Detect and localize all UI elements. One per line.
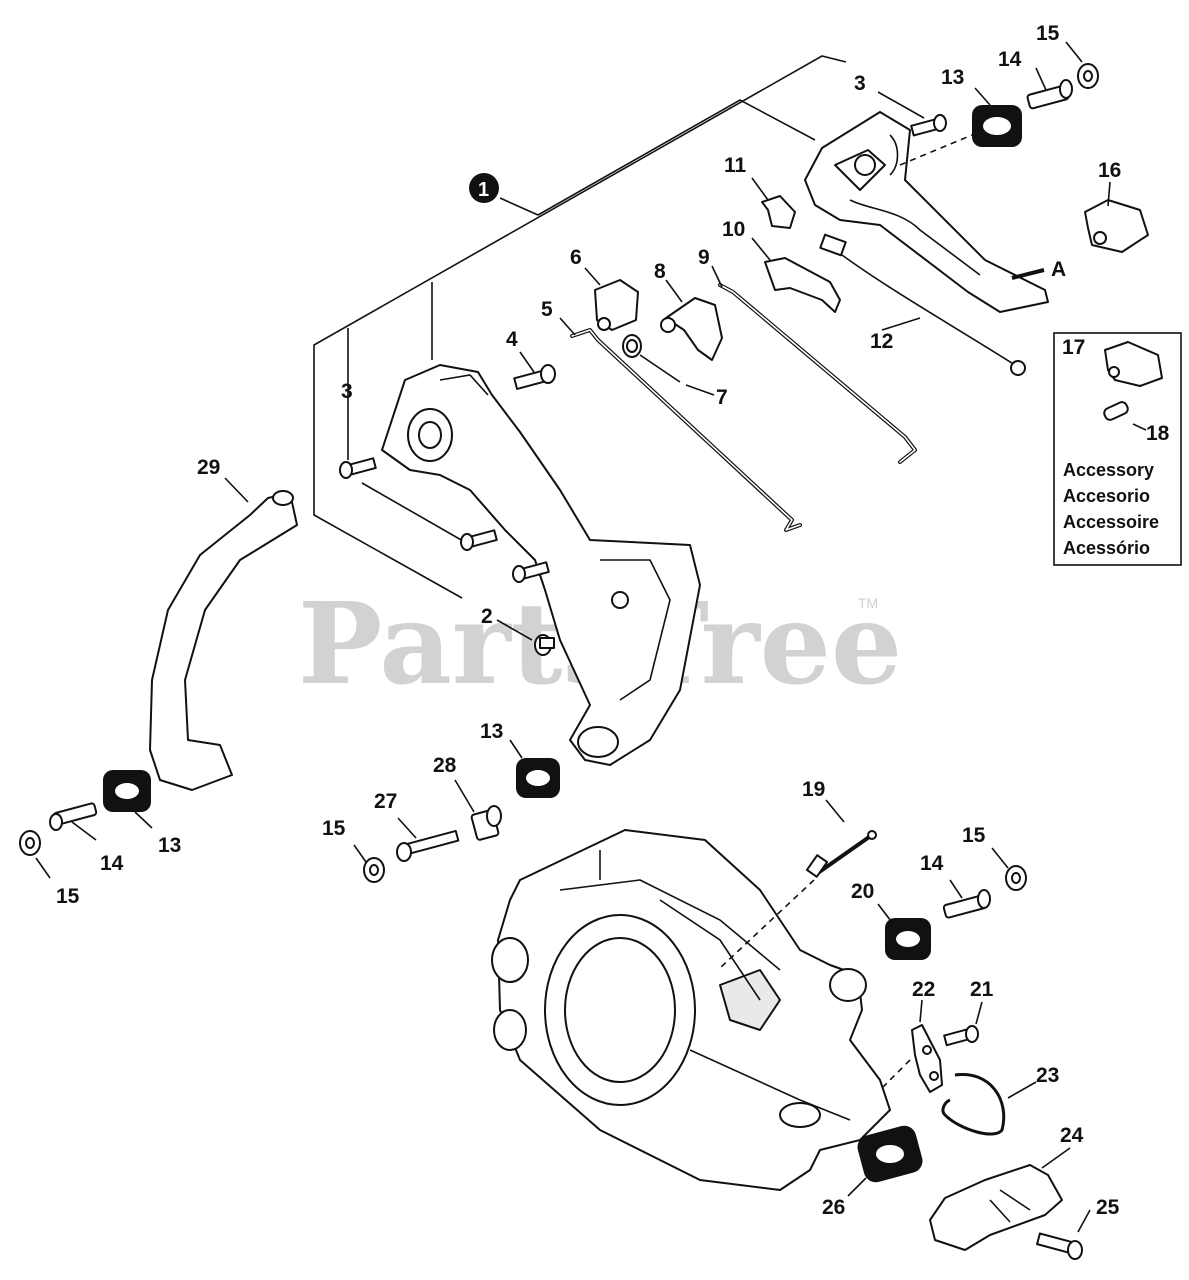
callout-29: 29 (197, 456, 220, 479)
callout-15-top: 15 (1036, 22, 1060, 45)
item-2-part (534, 634, 555, 656)
accessory-line-pt: Acessório (1063, 538, 1150, 558)
item-3-screw-top (910, 114, 947, 137)
item-13-buffer-top (972, 105, 1022, 147)
callout-16: 16 (1098, 159, 1121, 182)
callout-13-mid: 13 (480, 720, 503, 743)
item-1-badge-label: 1 (478, 179, 489, 201)
item-1-badge (469, 173, 499, 203)
watermark-trademark: TM (858, 595, 878, 611)
leader-lines (35, 41, 1111, 1233)
item-10-part (764, 257, 841, 313)
item-3-screw-left (339, 457, 377, 479)
callout-15-left: 15 (56, 885, 80, 908)
callout-14-left: 14 (100, 852, 124, 875)
callout-11: 11 (724, 154, 747, 177)
accessory-line-en: Accessory (1063, 460, 1154, 480)
callout-3-left: 3 (341, 380, 353, 403)
callout-7: 7 (716, 386, 728, 409)
item-14-bolt-top (1026, 79, 1073, 110)
callout-23: 23 (1036, 1064, 1059, 1087)
callout-20: 20 (851, 880, 874, 903)
crankcase-part (491, 829, 891, 1191)
item-22-plate (911, 1024, 943, 1093)
item-11-part (761, 195, 796, 229)
callout-15-right: 15 (962, 824, 986, 847)
callout-27: 27 (374, 790, 397, 813)
callout-labels: 2 3 3 4 5 6 7 8 9 10 11 12 13 13 13 14 1… (56, 22, 1170, 1219)
item-19-part (805, 830, 877, 878)
item-18-part (1103, 401, 1129, 421)
callout-21: 21 (970, 978, 994, 1001)
ref-a-arrow-handle (1011, 268, 1045, 280)
item-7-spring (622, 334, 681, 383)
item-14-bolt-right (942, 889, 991, 919)
callout-18: 18 (1146, 422, 1170, 445)
accessory-line-es: Accesorio (1063, 486, 1150, 506)
rear-handle-part (804, 111, 1049, 313)
ref-a-label-handle: A (1051, 258, 1066, 281)
item-13-buffer-mid (516, 758, 560, 798)
callout-13-top: 13 (941, 66, 964, 89)
callout-13-left: 13 (158, 834, 181, 857)
callout-2: 2 (481, 605, 493, 628)
item-28-sleeve (470, 805, 502, 841)
callout-5: 5 (541, 298, 553, 321)
item-8-part (660, 297, 723, 361)
item-12-wire (819, 233, 1026, 376)
callout-6: 6 (570, 246, 582, 269)
callout-25: 25 (1096, 1196, 1120, 1219)
callout-14-right: 14 (920, 852, 944, 875)
item-24-part (929, 1164, 1063, 1251)
accessory-box: Accessory Accesorio Accessoire Acessório (1053, 332, 1182, 566)
item-15-washer-right (1005, 865, 1027, 891)
item-3-screw-low (512, 561, 550, 583)
item-3-screw-mid (460, 529, 498, 551)
callout-22: 22 (912, 978, 935, 1001)
callout-28: 28 (433, 754, 457, 777)
assembly-bracket-lines (313, 55, 847, 599)
item-5-rod (570, 328, 802, 532)
callout-9: 9 (698, 246, 710, 269)
item-16-part (1084, 199, 1149, 253)
callout-12: 12 (870, 330, 893, 353)
callout-17: 17 (1062, 336, 1085, 359)
item-15-washer-top (1077, 63, 1099, 89)
callout-10: 10 (722, 218, 745, 241)
item-9-rod (718, 283, 917, 464)
callout-24: 24 (1060, 1124, 1084, 1147)
item-15-washer-left (19, 830, 41, 856)
front-handle-tube-part (149, 490, 298, 791)
callout-19: 19 (802, 778, 825, 801)
callout-8: 8 (654, 260, 666, 283)
item-26-buffer (857, 1125, 923, 1183)
callout-4: 4 (506, 328, 518, 351)
callout-3-top: 3 (854, 72, 866, 95)
callout-26: 26 (822, 1196, 845, 1219)
item-15-washer-mid (363, 857, 385, 883)
item-14-bolt-left (49, 802, 98, 831)
item-13-buffer-left (103, 770, 151, 812)
item-20-buffer (885, 918, 931, 960)
item-21-screw (943, 1025, 979, 1047)
item-6-part (594, 279, 639, 331)
accessory-line-fr: Accessoire (1063, 512, 1159, 532)
callout-15-mid: 15 (322, 817, 346, 840)
callout-14-top: 14 (998, 48, 1022, 71)
item-27-bolt (396, 829, 460, 862)
item-4-screw (513, 364, 556, 390)
item-23-clip (941, 1072, 1006, 1136)
item-25-screw (1036, 1232, 1083, 1260)
